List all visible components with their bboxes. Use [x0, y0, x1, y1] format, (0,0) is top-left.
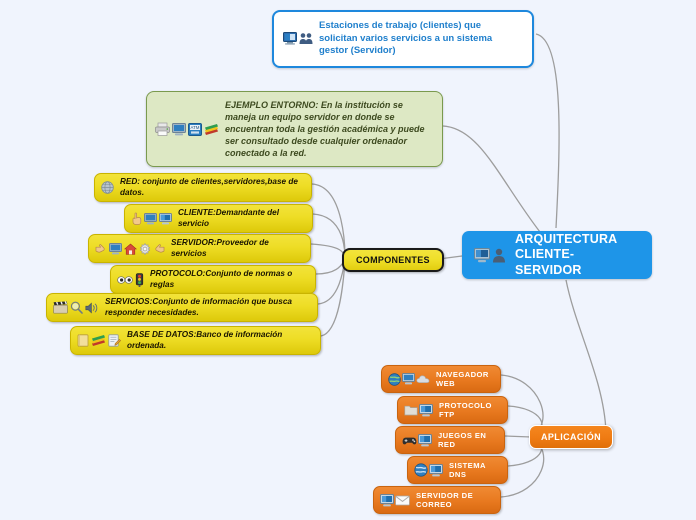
magnifier-icon: [70, 301, 83, 314]
node-protocolo-ftp[interactable]: PROTOCOLO FTP: [397, 396, 508, 424]
home-icon: [124, 243, 137, 255]
monitor-icon: [144, 212, 157, 225]
node-icons: [77, 334, 121, 347]
monitor-icon: [429, 463, 443, 477]
monitor-icon: [474, 247, 490, 263]
envelope-icon: [395, 495, 410, 506]
svg-text:ATM: ATM: [191, 125, 200, 130]
node-icons: [131, 212, 172, 226]
globe-icon: [101, 181, 114, 194]
eyes-icon: [117, 275, 133, 285]
branch-label: APLICACIÓN: [541, 432, 601, 442]
note-estaciones-de-trabajo[interactable]: Estaciones de trabajo (clientes) que sol…: [272, 10, 534, 68]
node-icons: [117, 272, 144, 287]
node-red[interactable]: RED: conjunto de clientes,servidores,bas…: [94, 173, 312, 203]
cloud-icon: [416, 374, 430, 384]
node-icons: [402, 433, 432, 447]
central-icons: [474, 247, 506, 263]
node-label: JUEGOS EN RED: [438, 431, 487, 449]
note-icons: [283, 32, 313, 46]
node-label: RED: conjunto de clientes,servidores,bas…: [120, 177, 298, 197]
node-label: CLIENTE:Demandante del servicio: [178, 208, 279, 228]
globe-blue-icon: [388, 372, 401, 386]
note-icons: ATM: [155, 122, 219, 136]
node-sistema-dns[interactable]: SISTEMA DNS: [407, 456, 508, 484]
monitor-icon: [402, 373, 415, 385]
node-icons: [388, 372, 430, 386]
hand-right-icon: [95, 243, 107, 254]
central-node-arquitectura-cliente-servidor[interactable]: ARQUITECTURA CLIENTE-SERVIDOR: [462, 231, 652, 279]
monitor-icon: [380, 493, 394, 507]
node-icons: [95, 242, 165, 255]
node-servicios[interactable]: SERVICIOS:Conjunto de información que bu…: [46, 293, 318, 323]
folder-icon: [404, 404, 418, 416]
notepad-icon: [108, 334, 121, 347]
books-icon: [91, 334, 106, 347]
node-label: SERVICIOS:Conjunto de información que bu…: [105, 297, 292, 317]
gamepad-icon: [402, 435, 417, 446]
central-label: ARQUITECTURA CLIENTE-SERVIDOR: [515, 232, 618, 277]
node-icons: [53, 301, 99, 314]
branch-node-componentes[interactable]: COMPONENTES: [342, 248, 444, 272]
branch-node-aplicacion[interactable]: APLICACIÓN: [529, 425, 613, 449]
node-juegos-en-red[interactable]: JUEGOS EN RED: [395, 426, 505, 454]
node-icons: [101, 181, 114, 194]
folder-icon: [77, 334, 89, 347]
users-icon: [299, 32, 313, 45]
monitor-icon: [172, 122, 186, 136]
monitor-icon: [419, 403, 433, 417]
node-icons: [380, 493, 410, 507]
traffic-light-icon: [135, 272, 144, 287]
node-servidor-de-correo[interactable]: SERVIDOR DE CORREO: [373, 486, 501, 514]
speaker-icon: [85, 302, 99, 314]
screen-icon: [159, 212, 172, 225]
node-label: NAVEGADOR WEB: [436, 370, 489, 388]
books-icon: [204, 123, 219, 136]
globe-blue-icon: [414, 463, 428, 477]
node-label: SERVIDOR:Proveedor de servicios: [171, 238, 269, 258]
monitor-icon: [418, 433, 432, 447]
note-label: EJEMPLO ENTORNO: En la institución se ma…: [225, 100, 425, 159]
node-cliente[interactable]: CLIENTE:Demandante del servicio: [124, 204, 313, 234]
user-icon: [492, 248, 506, 263]
node-label: PROTOCOLO FTP: [439, 401, 492, 419]
node-navegador-web[interactable]: NAVEGADOR WEB: [381, 365, 501, 393]
branch-label: COMPONENTES: [356, 255, 430, 265]
clapperboard-icon: [53, 301, 68, 314]
hand-pointer-icon: [131, 212, 142, 226]
gear-icon: [139, 242, 151, 255]
note-label: Estaciones de trabajo (clientes) que sol…: [319, 20, 493, 57]
node-servidor[interactable]: SERVIDOR:Proveedor de servicios: [88, 234, 311, 264]
monitor-icon: [283, 32, 297, 46]
node-base-de-datos[interactable]: BASE DE DATOS:Banco de información orden…: [70, 326, 321, 356]
node-label: BASE DE DATOS:Banco de información orden…: [127, 330, 283, 350]
printer-icon: [155, 122, 170, 136]
node-protocolo[interactable]: PROTOCOLO:Conjunto de normas o reglas: [110, 265, 316, 295]
atm-icon: ATM: [188, 122, 202, 136]
monitor-icon: [109, 242, 122, 255]
node-icons: [414, 463, 443, 477]
node-label: SISTEMA DNS: [449, 461, 486, 479]
note-ejemplo-entorno[interactable]: ATM EJEMPLO ENTORNO: En la institución s…: [146, 91, 443, 168]
node-label: SERVIDOR DE CORREO: [416, 491, 474, 509]
node-label: PROTOCOLO:Conjunto de normas o reglas: [150, 269, 293, 289]
hand-left-icon: [153, 243, 165, 254]
node-icons: [404, 403, 433, 417]
